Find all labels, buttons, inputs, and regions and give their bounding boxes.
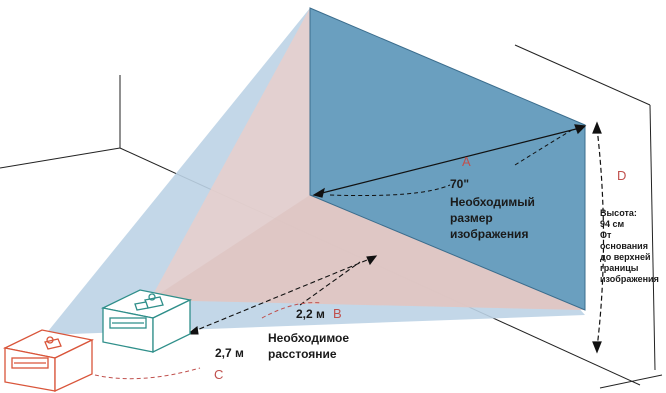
label-d: D <box>617 168 626 183</box>
distance-caption2: расстояние <box>268 347 337 361</box>
dashed-arc-screen <box>329 184 451 197</box>
height-line2: 94 см <box>600 219 625 229</box>
height-line5: до верхней <box>600 252 651 262</box>
screen-size-line2: размер <box>450 211 493 225</box>
height-line7: изображения <box>600 274 659 284</box>
dashed-arc-far <box>94 367 201 380</box>
height-line6: границы <box>600 263 639 273</box>
projection-screen <box>309 7 586 311</box>
diagonal-arrow <box>312 124 587 198</box>
height-line4: основания <box>600 241 648 251</box>
screen-size-line1: Необходимый <box>450 195 535 209</box>
distance-near: 2,2 м <box>296 307 325 321</box>
label-b: B <box>333 306 342 321</box>
dashed-arc-screen-2 <box>514 129 573 166</box>
projector-far <box>2 329 95 393</box>
screen-size-line3: изображения <box>450 227 528 241</box>
height-arrow <box>592 121 605 354</box>
height-line3: От <box>600 230 612 240</box>
beam-near-floor <box>150 195 585 310</box>
projector-near <box>100 289 193 354</box>
dashed-arc-near <box>261 302 323 319</box>
label-a: A <box>462 154 471 169</box>
distance-far: 2,7 м <box>215 346 244 360</box>
screen-size-value: 70" <box>450 177 469 191</box>
distance-caption1: Необходимое <box>268 331 349 345</box>
height-line1: Высота: <box>600 208 637 218</box>
label-c: C <box>214 367 223 382</box>
